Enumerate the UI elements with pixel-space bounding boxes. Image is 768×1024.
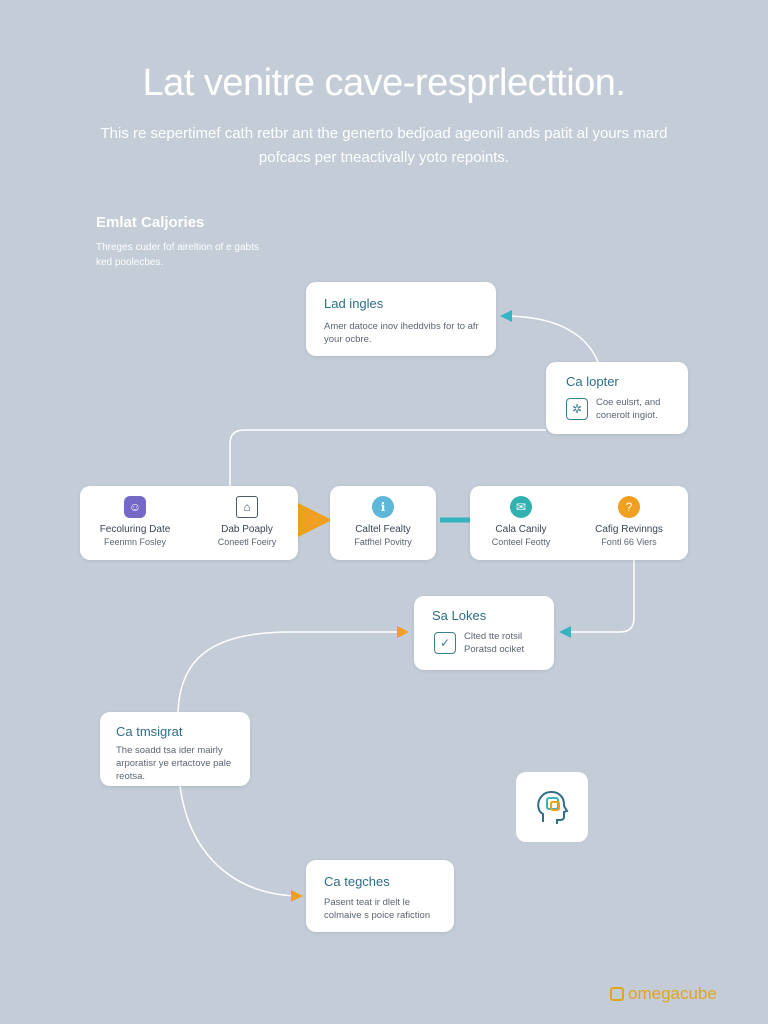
node-subtitle: Fatfhel Povitry [354,537,412,547]
brand-name: omegacube [628,984,717,1003]
card-lad[interactable]: Lad ingles Amer datoce inov iheddvibs fo… [306,282,496,356]
node-subtitle: Fontl 66 Viers [601,537,657,547]
card-tmsigrat-body: The soadd tsa ider mairly arporatisr ye … [116,745,232,782]
gear-icon: ✲ [566,398,588,420]
row-card-3[interactable]: ✉ Cala Canily Conteel Feotty ? Cafig Rev… [470,486,688,560]
card-tegches-body: Pasent teat ir dlelt le colmaive s poice… [324,897,431,921]
node-subtitle: Feenmn Fosley [103,537,167,547]
row-node: ☺ Fecoluring Date Feenmn Fosley [80,492,190,548]
card-tegches-title: Ca tegches [324,874,390,889]
connector-tmsigrat-to-tegches [179,785,303,902]
info-icon: ℹ [372,496,394,518]
card-tegches[interactable]: Ca tegches Pasent teat ir dlelt le colma… [306,860,454,932]
row-card-2[interactable]: ℹ Caltel Fealty Fatfhel Povitry [330,486,436,560]
connector-lopter-to-lad [500,310,599,363]
row-node: ℹ Caltel Fealty Fatfhel Povitry [328,492,438,548]
row-card-1[interactable]: ☺ Fecoluring Date Feenmn Fosley ⌂ Dab Po… [80,486,298,560]
node-title: Dab Poaply [221,524,273,535]
section-heading: Emlat Caljories [96,214,205,231]
check-icon: ✓ [434,632,456,654]
mail-icon: ✉ [510,496,532,518]
cube-icon [610,987,624,1001]
node-subtitle: Coneetl Foeiry [217,537,277,547]
card-lopter-body: Coe eulsrt, and conerolt ingiot. [596,397,661,421]
row-node: ⌂ Dab Poaply Coneetl Foeiry [192,492,302,548]
card-tmsigrat[interactable]: Ca tmsigrat The soadd tsa ider mairly ar… [100,712,250,786]
head-gears-icon [537,791,569,824]
connector-curve-to-lokes [177,626,409,713]
connector-lopter-to-row [229,429,546,486]
node-title: Cala Canily [495,524,547,535]
bulb-icon: ? [618,496,640,518]
card-lopter-title: Ca lopter [566,374,619,389]
building-icon: ⌂ [236,496,258,518]
node-title: Fecoluring Date [99,524,171,535]
section-description: Threges cuder fof aireltion of e gabts k… [96,242,259,268]
card-tmsigrat-title: Ca tmsigrat [116,724,183,739]
card-lokes-body: Clted tte rotsil Poratsd ociket [464,631,525,655]
page-title: Lat venitre cave-resprlecttion. [142,62,626,104]
node-title: Caltel Fealty [355,524,411,535]
card-lokes-title: Sa Lokes [432,608,487,623]
people-icon: ☺ [124,496,146,518]
node-title: Cafig Revinngs [595,524,663,535]
connector-row-to-lokes [559,560,635,638]
row-node: ✉ Cala Canily Conteel Feotty [466,492,576,548]
card-lopter[interactable]: Ca lopter ✲ Coe eulsrt, and conerolt ing… [546,362,688,434]
row-node: ? Cafig Revinngs Fontl 66 Viers [574,492,684,548]
card-lad-title: Lad ingles [324,296,384,311]
card-lad-body: Amer datoce inov iheddvibs for to afr yo… [324,321,479,345]
brand-logo: omegacube [610,984,717,1004]
page-subtitle: This re sepertimef cath retbr ant the ge… [100,125,668,166]
node-subtitle: Conteel Feotty [491,537,551,547]
card-lokes[interactable]: Sa Lokes ✓ Clted tte rotsil Poratsd ocik… [414,596,554,670]
brain-logo-card [516,772,588,842]
